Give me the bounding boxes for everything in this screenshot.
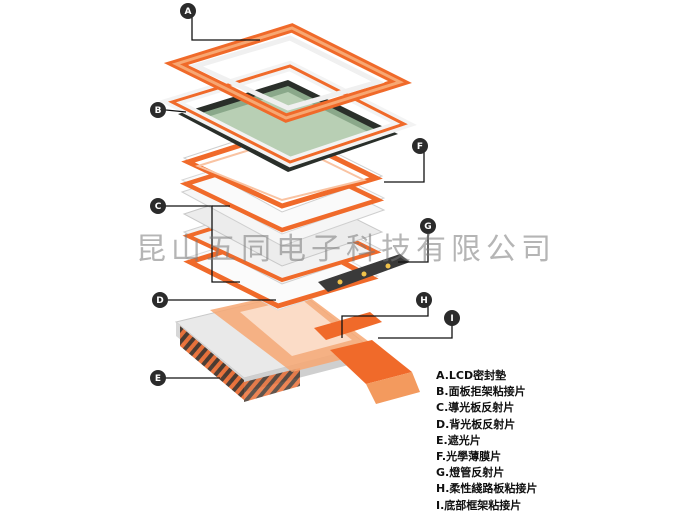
svg-text:E: E (155, 374, 161, 384)
svg-text:C: C (155, 202, 162, 212)
legend-item-h: H.柔性綫路板粘接片 (436, 482, 538, 496)
callout-f: F (412, 138, 428, 154)
fpc-adhesive (314, 312, 382, 340)
leader-lines (163, 16, 453, 379)
svg-text:B: B (155, 106, 162, 116)
callout-i: I (444, 310, 460, 326)
callout-c: C (150, 198, 166, 214)
panel-frame-adhesive (158, 60, 417, 168)
svg-text:G: G (424, 222, 431, 232)
callout-h: H (416, 292, 432, 308)
callout-e: E (150, 370, 166, 386)
legend-item-g: G.燈管反射片 (436, 466, 505, 480)
svg-text:D: D (156, 296, 163, 306)
callout-a: A (180, 3, 196, 19)
legend-item-b: B.面板拒架粘接片 (436, 385, 526, 399)
legend-item-i: I.底部框架粘接片 (436, 498, 522, 512)
legend-item-c: C.導光板反射片 (436, 401, 515, 415)
company-watermark: 昆山五同电子科技有限公司 (136, 232, 556, 267)
callout-b: B (150, 102, 166, 118)
legend-item-e: E.遮光片 (436, 433, 481, 447)
callout-g: G (420, 218, 436, 234)
legend-item-f: F.光學薄膜片 (436, 450, 502, 464)
legend-item-d: D.背光板反射片 (436, 417, 516, 431)
svg-text:A: A (185, 7, 192, 17)
bottom-frame-adhesive (210, 290, 420, 404)
legend-item-a: A.LCD密封墊 (436, 369, 507, 382)
callout-d: D (152, 292, 168, 308)
component-legend: A.LCD密封墊 B.面板拒架粘接片 C.導光板反射片 D.背光板反射片 E.遮… (436, 368, 686, 514)
svg-text:H: H (420, 296, 428, 306)
svg-text:F: F (417, 142, 423, 152)
svg-text:I: I (450, 314, 453, 324)
